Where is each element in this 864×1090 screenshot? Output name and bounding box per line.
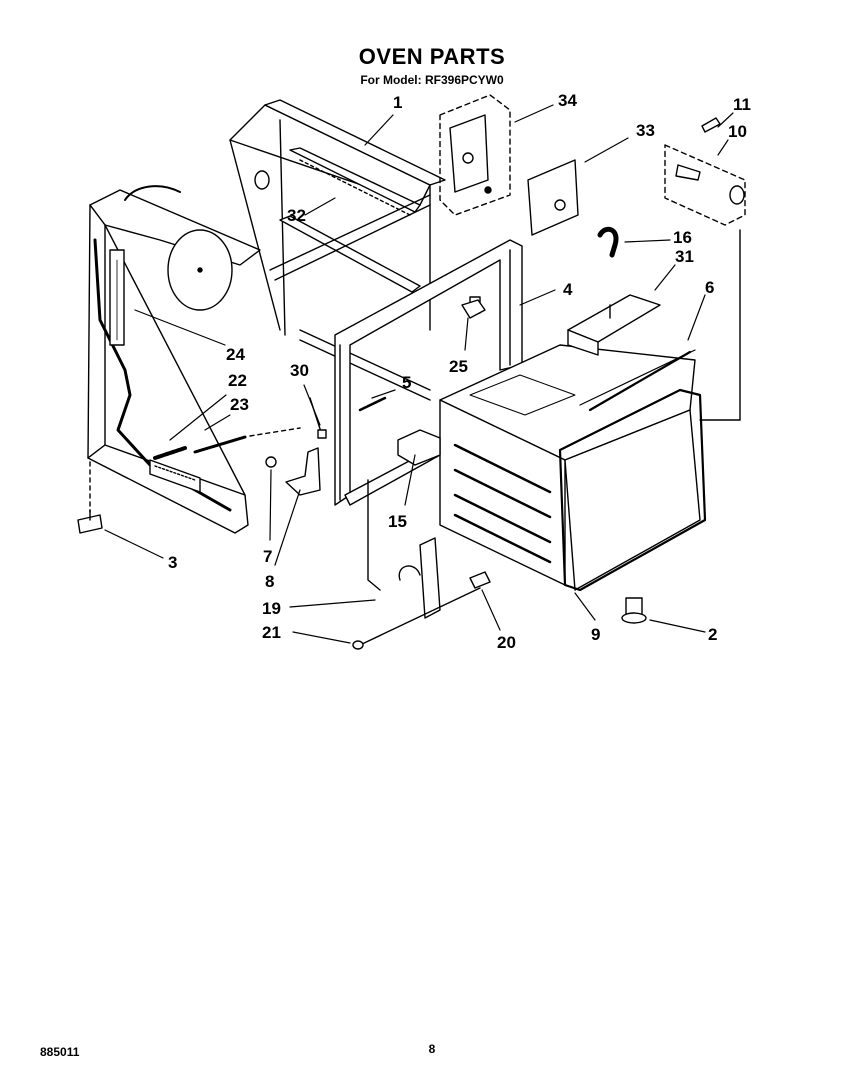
callout-30: 30: [290, 361, 309, 380]
part-25-sensor: [461, 299, 486, 319]
part-5-screw: [358, 396, 387, 412]
callout-20: 20: [497, 633, 516, 652]
part-3-leveling-leg: [77, 461, 103, 534]
callout-7: 7: [263, 547, 272, 566]
callout-31: 31: [675, 247, 694, 266]
callout-10: 10: [728, 122, 747, 141]
oven-cavity-frame: [167, 99, 446, 401]
callout-15: 15: [388, 512, 407, 531]
part-30-pin: [309, 397, 327, 439]
part-10-11-group: [664, 117, 746, 421]
leader-lines: [104, 104, 734, 644]
part-34-group: [439, 94, 511, 216]
callout-11: 11: [733, 95, 751, 114]
callout-4: 4: [563, 280, 573, 299]
parts-22-23-springs: [153, 427, 301, 460]
page-title: OVEN PARTS: [358, 44, 506, 69]
part-2-foot: [621, 597, 647, 624]
part-31-igniter: [567, 294, 661, 356]
callout-2: 2: [708, 625, 717, 644]
callout-19: 19: [262, 599, 281, 618]
callout-5: 5: [402, 373, 411, 392]
callout-9: 9: [591, 625, 600, 644]
model-subtitle: For Model: RF396PCYW0: [360, 73, 504, 87]
part-15-bracket: [397, 429, 441, 466]
callout-32: 32: [287, 206, 306, 225]
part-8-bracket: [285, 447, 321, 496]
callout-21: 21: [262, 623, 281, 642]
callout-34: 34: [558, 91, 577, 110]
callout-8: 8: [265, 572, 274, 591]
callout-6: 6: [705, 278, 714, 297]
oven-rack: [558, 349, 707, 592]
callout-25: 25: [449, 357, 468, 376]
part-16-tube: [597, 226, 619, 258]
callout-16: 16: [673, 228, 692, 247]
part-33-bracket: [527, 159, 579, 236]
document-number: 885011: [40, 1045, 80, 1059]
callout-3: 3: [168, 553, 177, 572]
callout-1: 1: [393, 93, 402, 112]
callout-22: 22: [228, 371, 247, 390]
part-7-nut: [265, 456, 277, 468]
callout-33: 33: [636, 121, 655, 140]
callout-23: 23: [230, 395, 249, 414]
part-19-20-21-hinge: [352, 479, 491, 650]
page-number: 8: [428, 1042, 436, 1056]
callout-24: 24: [226, 345, 245, 364]
oven-liner: [439, 344, 701, 591]
